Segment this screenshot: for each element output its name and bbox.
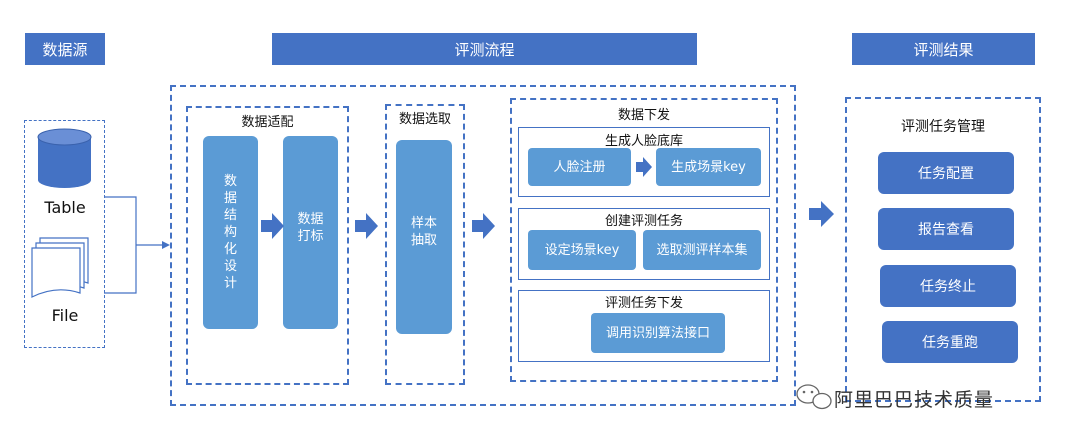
select-step-sample-extract-label: 样本抽取 [410, 216, 437, 248]
set-scene-key-box: 设定场景key [528, 230, 636, 270]
watermark-text: 阿里巴巴技术质量 [834, 389, 995, 411]
dispatch-group-task-dispatch-title: 评测任务下发 [604, 296, 683, 311]
arrow-adapt-internal [261, 213, 284, 239]
header-data-source: 数据源 [25, 33, 105, 65]
result-panel [845, 97, 1041, 402]
arrow-select-to-dispatch [472, 213, 495, 239]
face-register-box: 人脸注册 [528, 148, 631, 186]
arrow-face-register-to-key [636, 157, 652, 177]
report-view-button[interactable]: 报告查看 [878, 208, 1014, 250]
arrow-flow-to-result [809, 201, 834, 227]
adapt-step-structure-design: 数据结构化设计 [203, 136, 258, 329]
arrow-adapt-to-select [355, 213, 378, 239]
dispatch-group-create-task-title: 创建评测任务 [604, 214, 683, 229]
adapt-step-structure-design-label: 数据结构化设计 [223, 174, 237, 291]
task-rerun-button[interactable]: 任务重跑 [882, 321, 1018, 363]
file-label: File [51, 306, 79, 325]
table-label: Table [44, 198, 86, 217]
source-connector [104, 196, 163, 294]
select-sample-set-box: 选取测评样本集 [643, 230, 761, 270]
result-title: 评测任务管理 [901, 119, 985, 135]
dispatch-title: 数据下发 [617, 108, 670, 123]
adapt-step-labeling-label: 数据打标 [297, 211, 324, 244]
database-icon [37, 128, 92, 188]
source-panel [24, 120, 105, 348]
call-recognition-api-box: 调用识别算法接口 [591, 313, 725, 353]
eval-flow-panel [170, 85, 796, 406]
task-config-button[interactable]: 任务配置 [878, 152, 1014, 194]
source-connector-arrowhead [162, 241, 170, 249]
adapt-step-labeling: 数据打标 [283, 136, 338, 329]
header-eval-result: 评测结果 [852, 33, 1035, 65]
select-panel [385, 104, 465, 385]
header-eval-flow: 评测流程 [272, 33, 697, 65]
select-title: 数据选取 [398, 112, 451, 127]
adapt-title: 数据适配 [241, 115, 294, 130]
dispatch-group-face-library-title: 生成人脸底库 [604, 134, 683, 149]
file-stack-icon [31, 237, 89, 298]
generate-scene-key-box: 生成场景key [656, 148, 761, 186]
dispatch-panel [510, 98, 778, 382]
adapt-panel [186, 106, 349, 385]
task-stop-button[interactable]: 任务终止 [880, 265, 1016, 307]
select-step-sample-extract: 样本抽取 [396, 140, 452, 334]
